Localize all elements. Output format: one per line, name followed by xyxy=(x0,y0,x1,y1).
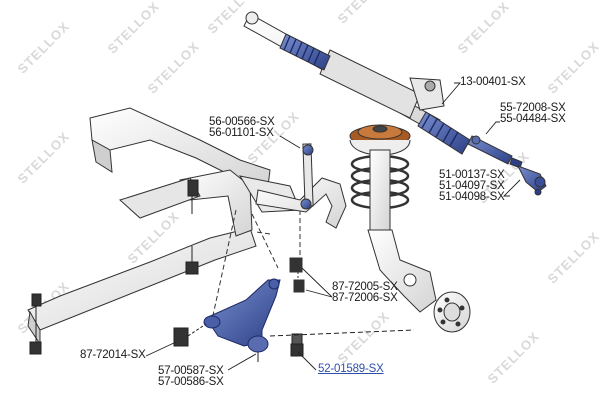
label-steering-rack: 13-00401-SX xyxy=(460,76,526,88)
label-control-arm: 57-00587-SX 57-00586-SX xyxy=(158,365,224,388)
label-tie-rod-axial: 55-72008-SX 55-04484-SX xyxy=(500,102,566,125)
tie-rod-assembly xyxy=(417,111,547,196)
strut-assembly xyxy=(349,124,437,313)
part-number: 56-01101-SX xyxy=(209,127,274,139)
part-number: 57-00587-SX xyxy=(158,365,224,377)
wheel-hub xyxy=(433,291,471,333)
steering-rack xyxy=(243,11,445,133)
part-number: 87-72006-SX xyxy=(332,292,398,304)
part-number: 57-00586-SX xyxy=(158,376,224,388)
subframe-mounts xyxy=(29,179,199,355)
subframe xyxy=(27,107,301,346)
part-number: 56-00566-SX xyxy=(209,116,275,128)
part-number: 87-72005-SX xyxy=(332,281,398,293)
stabilizer-bar xyxy=(255,143,347,229)
part-number: 55-04484-SX xyxy=(500,113,566,125)
label-ball-joint-link[interactable]: 52-01589-SX xyxy=(318,363,384,375)
part-number: 13-00401-SX xyxy=(460,76,526,88)
stabilizer-bushings xyxy=(289,257,305,293)
label-arm-bushing: 87-72014-SX xyxy=(80,349,146,361)
part-number: 51-04098-SX xyxy=(439,191,505,203)
guide-lines xyxy=(211,209,301,321)
ball-joint xyxy=(269,329,415,357)
leader-lines xyxy=(145,82,521,371)
label-tie-rod-end: 51-00137-SX 51-04097-SX 51-04098-SX xyxy=(439,169,505,203)
part-number: 55-72008-SX xyxy=(500,102,566,114)
part-number: 87-72014-SX xyxy=(80,349,146,361)
label-stabilizer-bushing: 87-72005-SX 87-72006-SX xyxy=(332,281,398,304)
arm-bushing xyxy=(173,323,207,347)
part-number-link[interactable]: 52-01589-SX xyxy=(318,363,384,375)
control-arm xyxy=(203,278,281,362)
part-number: 51-04097-SX xyxy=(439,180,505,192)
label-stabilizer-link: 56-00566-SX 56-01101-SX xyxy=(209,116,275,139)
part-number: 51-00137-SX xyxy=(439,169,505,181)
